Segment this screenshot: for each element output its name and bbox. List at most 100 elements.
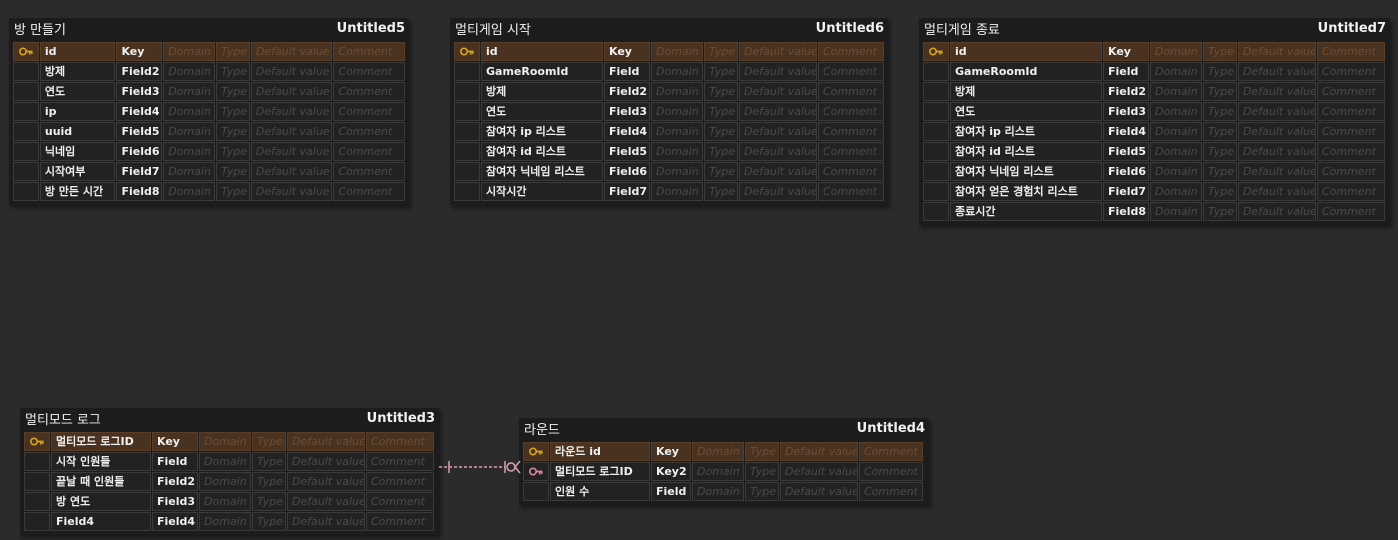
comment-placeholder[interactable]: Comment (818, 102, 884, 121)
type-placeholder[interactable]: Type (215, 102, 250, 121)
attribute-field[interactable]: Field (152, 452, 198, 471)
attribute-field[interactable]: Key (116, 42, 163, 61)
type-placeholder[interactable]: Type (252, 432, 286, 451)
comment-placeholder[interactable]: Comment (1317, 82, 1385, 101)
attribute-name[interactable]: 끝날 때 인원들 (51, 472, 151, 491)
comment-placeholder[interactable]: Comment (818, 162, 884, 181)
type-placeholder[interactable]: Type (1203, 102, 1237, 121)
comment-placeholder[interactable]: Comment (818, 182, 884, 201)
attribute-name[interactable]: 참여자 id 리스트 (481, 142, 603, 161)
type-placeholder[interactable]: Type (215, 42, 250, 61)
attribute-name[interactable]: 참여자 얻은 경험치 리스트 (950, 182, 1102, 201)
type-placeholder[interactable]: Type (704, 162, 738, 181)
comment-placeholder[interactable]: Comment (1317, 182, 1385, 201)
default-value-placeholder[interactable]: Default value (739, 182, 817, 201)
default-value-placeholder[interactable]: Default value (250, 82, 333, 101)
comment-placeholder[interactable]: Comment (1317, 202, 1385, 221)
comment-placeholder[interactable]: Comment (1317, 162, 1385, 181)
default-value-placeholder[interactable]: Default value (1238, 62, 1316, 81)
comment-placeholder[interactable]: Comment (1317, 122, 1385, 141)
default-value-placeholder[interactable]: Default value (250, 142, 333, 161)
default-value-placeholder[interactable]: Default value (739, 162, 817, 181)
type-placeholder[interactable]: Type (745, 462, 779, 481)
comment-placeholder[interactable]: Comment (818, 42, 884, 61)
attribute-field[interactable]: Field4 (604, 122, 650, 141)
comment-placeholder[interactable]: Comment (366, 452, 434, 471)
attribute-field[interactable]: Field (651, 482, 691, 501)
default-value-placeholder[interactable]: Default value (287, 492, 365, 511)
type-placeholder[interactable]: Type (215, 182, 250, 201)
attribute-name[interactable]: 참여자 ip 리스트 (481, 122, 603, 141)
attribute-field[interactable]: Field2 (152, 472, 198, 491)
attribute-field[interactable]: Key (651, 442, 691, 461)
attribute-name[interactable]: 연도 (950, 102, 1102, 121)
default-value-placeholder[interactable]: Default value (287, 472, 365, 491)
type-placeholder[interactable]: Type (704, 122, 738, 141)
comment-placeholder[interactable]: Comment (333, 102, 406, 121)
attribute-name[interactable]: id (481, 42, 603, 61)
attribute-name[interactable]: 종료시간 (950, 202, 1102, 221)
type-placeholder[interactable]: Type (1203, 42, 1237, 61)
domain-placeholder[interactable]: Domain (692, 482, 744, 501)
domain-placeholder[interactable]: Domain (651, 102, 703, 121)
attribute-name[interactable]: id (950, 42, 1102, 61)
attribute-name[interactable]: 멀티모드 로그ID (51, 432, 151, 451)
attribute-name[interactable]: 방제 (950, 82, 1102, 101)
default-value-placeholder[interactable]: Default value (250, 62, 333, 81)
domain-placeholder[interactable]: Domain (163, 42, 215, 61)
domain-placeholder[interactable]: Domain (651, 122, 703, 141)
domain-placeholder[interactable]: Domain (1150, 182, 1202, 201)
comment-placeholder[interactable]: Comment (366, 432, 434, 451)
comment-placeholder[interactable]: Comment (1317, 142, 1385, 161)
default-value-placeholder[interactable]: Default value (1238, 142, 1316, 161)
default-value-placeholder[interactable]: Default value (1238, 82, 1316, 101)
attribute-name[interactable]: id (39, 42, 116, 61)
domain-placeholder[interactable]: Domain (1150, 42, 1202, 61)
domain-placeholder[interactable]: Domain (1150, 142, 1202, 161)
attribute-field[interactable]: Field2 (116, 62, 163, 81)
domain-placeholder[interactable]: Domain (1150, 122, 1202, 141)
domain-placeholder[interactable]: Domain (651, 142, 703, 161)
attribute-field[interactable]: Key (604, 42, 650, 61)
type-placeholder[interactable]: Type (704, 62, 738, 81)
attribute-name[interactable]: 닉네임 (39, 142, 116, 161)
default-value-placeholder[interactable]: Default value (1238, 202, 1316, 221)
attribute-field[interactable]: Field3 (116, 82, 163, 101)
attribute-field[interactable]: Field (1103, 62, 1149, 81)
domain-placeholder[interactable]: Domain (199, 492, 251, 511)
domain-placeholder[interactable]: Domain (1150, 82, 1202, 101)
domain-placeholder[interactable]: Domain (692, 442, 744, 461)
attribute-field[interactable]: Field7 (116, 162, 163, 181)
comment-placeholder[interactable]: Comment (366, 472, 434, 491)
attribute-name[interactable]: 참여자 닉네임 리스트 (950, 162, 1102, 181)
attribute-name[interactable]: ip (39, 102, 116, 121)
attribute-name[interactable]: 시작 인원들 (51, 452, 151, 471)
attribute-field[interactable]: Field5 (1103, 142, 1149, 161)
type-placeholder[interactable]: Type (215, 142, 250, 161)
